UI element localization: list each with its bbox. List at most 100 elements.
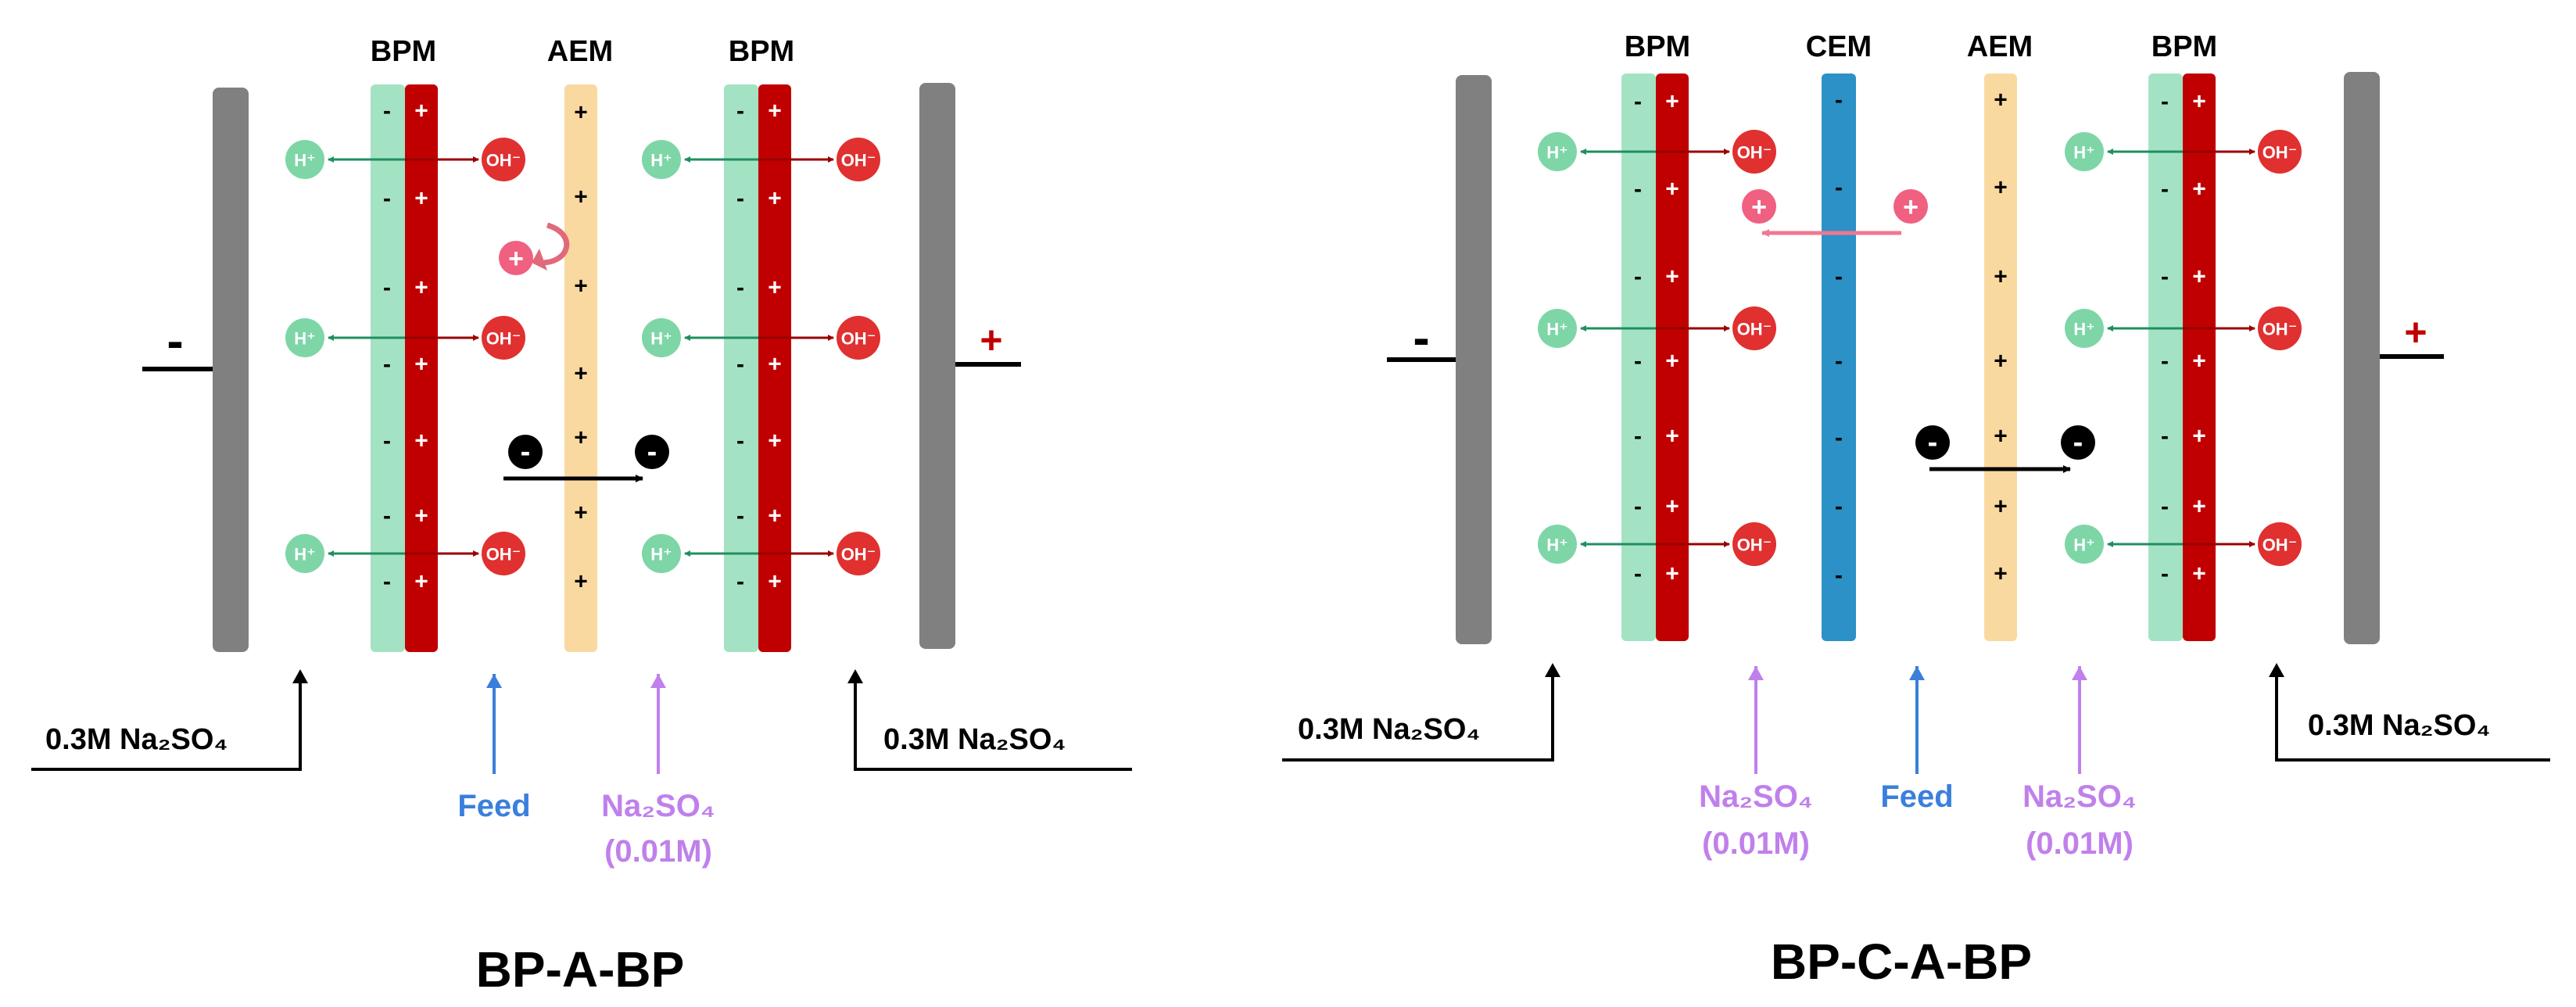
left-bpm-1-minus-sign-5: - <box>383 504 391 529</box>
right-config-title: BP-C-A-BP <box>1771 934 2032 990</box>
right-oh-ion-a-0 <box>1732 130 1776 174</box>
right-bpm-2-plus-sign-2: + <box>2192 264 2206 290</box>
right-h-ion-a-1 <box>1538 309 1577 348</box>
right-bpm-2-plus-sign-3: + <box>2192 349 2206 374</box>
left-h-ion-a-0 <box>285 140 324 179</box>
left-bpm-2-cation-layer <box>758 84 791 652</box>
right-aem-plus-sign-5: + <box>1994 494 2008 520</box>
left-bpm-2-plus-sign-5: + <box>768 504 782 529</box>
left-aem <box>564 84 597 652</box>
left-electrolyte-inlet-left-head <box>292 669 308 683</box>
left-h-ion-a-1-label: H⁺ <box>294 329 316 349</box>
right-aem-plus-sign-1: + <box>1994 175 2008 201</box>
left-bpm-1-minus-sign-1: - <box>383 186 391 212</box>
right-bpm-2-minus-sign-6: - <box>2161 561 2169 587</box>
left-cation-bounce-arrow <box>539 222 570 266</box>
right-electrolyte-inlet-left-line <box>1282 668 1554 762</box>
right-cem-minus-sign-2: - <box>1835 264 1843 290</box>
right-feed-label: Feed <box>1880 779 1953 814</box>
right-oh-ion-b-0 <box>2258 130 2302 174</box>
right-bpm-1-minus-sign-4: - <box>1634 424 1642 450</box>
right-bpm-1-minus-sign-0: - <box>1634 89 1642 115</box>
left-aem-plus-sign-0: + <box>574 100 588 126</box>
left-electrode-sign-minus: - <box>167 313 183 369</box>
left-oh-ion-a-1-label: OH⁻ <box>486 329 521 349</box>
text-layer: BPM AEM BPM - + 0.3M Na₂SO₄ 0.3M Na₂SO₄ … <box>45 30 2491 998</box>
left-bpm-2-minus-sign-4: - <box>736 428 744 454</box>
left-bpm-2-minus-sign-0: - <box>736 99 744 124</box>
left-oh-ion-b-1-label: OH⁻ <box>841 329 876 349</box>
right-bpm-2-minus-sign-3: - <box>2161 349 2169 374</box>
right-bpm-1-minus-sign-3: - <box>1634 349 1642 374</box>
left-electrolyte-left-label: 0.3M Na₂SO₄ <box>45 723 228 756</box>
left-h-ion-a-2 <box>285 534 324 573</box>
left-h-ion-a-2-label: H⁺ <box>294 545 316 564</box>
left-cation-bounce-head <box>532 249 547 271</box>
left-h-ion-b-0-label: H⁺ <box>650 151 672 170</box>
right-h-ion-b-0 <box>2065 132 2104 171</box>
left-oh-ion-b-1 <box>837 316 880 360</box>
left-electrolyte-inlet-right-head <box>847 669 863 683</box>
right-bpm-1-minus-sign-1: - <box>1634 177 1642 202</box>
right-h-ion-b-2 <box>2065 525 2104 564</box>
left-bpm-1-plus-sign-0: + <box>414 99 428 124</box>
right-cathode-electrode <box>1456 75 1492 644</box>
left-bpm-1-cation-layer <box>405 84 438 652</box>
left-h-ion-b-0 <box>642 140 681 179</box>
right-electrolyte-left-label: 0.3M Na₂SO₄ <box>1298 713 1481 746</box>
left-bpm-1-plus-sign-6: + <box>414 569 428 595</box>
right-oh-ion-b-2 <box>2258 522 2302 566</box>
right-aem-plus-sign-2: + <box>1994 264 2008 290</box>
right-electrode-sign-plus: + <box>2404 310 2427 354</box>
right-cem-minus-sign-0: - <box>1835 88 1843 113</box>
left-oh-ion-a-2 <box>482 532 525 575</box>
right-h-ion-a-1-label: H⁺ <box>1546 320 1568 339</box>
right-bpm-1-plus-sign-1: + <box>1665 177 1679 202</box>
right-cem <box>1822 73 1856 641</box>
right-na-b-label-line2: (0.01M) <box>2026 826 2134 861</box>
left-oh-ion-a-1 <box>482 316 525 360</box>
right-aem-plus-sign-6: + <box>1994 561 2008 587</box>
left-bpm-2-anion-layer <box>724 84 758 652</box>
right-membrane-label-cem: CEM <box>1806 30 1872 63</box>
right-h-ion-b-1 <box>2065 309 2104 348</box>
right-oh-ion-a-1 <box>1732 306 1776 350</box>
right-cem-minus-sign-6: - <box>1835 563 1843 589</box>
left-membrane-label-bpm-1: BPM <box>371 35 436 68</box>
right-na-b-label-line1: Na₂SO₄ <box>2022 779 2137 814</box>
left-bpm-2-plus-sign-4: + <box>768 428 782 454</box>
right-anion-end <box>2061 425 2095 460</box>
right-bpm-1-plus-sign-5: + <box>1665 494 1679 520</box>
right-bpm-2-plus-sign-4: + <box>2192 424 2206 450</box>
right-oh-ion-a-0-label: OH⁻ <box>1737 143 1772 163</box>
shapes-layer: -------+++++++-------++++++++++++++H⁺OH⁻… <box>31 72 2550 774</box>
right-h-ion-b-2-label: H⁺ <box>2073 536 2095 555</box>
left-h-ion-b-2 <box>642 534 681 573</box>
left-bpm-1-minus-sign-6: - <box>383 569 391 595</box>
left-aem-plus-sign-6: + <box>574 569 588 595</box>
right-oh-ion-b-1 <box>2258 306 2302 350</box>
right-bpm-1-plus-sign-6: + <box>1665 561 1679 587</box>
left-bpm-1-minus-sign-2: - <box>383 275 391 301</box>
right-na-a-label-line2: (0.01M) <box>1702 826 1810 861</box>
left-aem-plus-sign-4: + <box>574 425 588 451</box>
right-bpm-2-minus-sign-0: - <box>2161 89 2169 115</box>
left-na-arrow-head <box>650 674 666 688</box>
right-aem-plus-sign-0: + <box>1994 88 2008 113</box>
left-bpm-1-minus-sign-0: - <box>383 99 391 124</box>
right-h-ion-a-0 <box>1538 132 1577 171</box>
left-h-ion-a-0-label: H⁺ <box>294 151 316 170</box>
left-oh-ion-a-2-label: OH⁻ <box>486 545 521 564</box>
left-oh-ion-a-0-label: OH⁻ <box>486 151 521 170</box>
right-h-ion-b-1-label: H⁺ <box>2073 320 2095 339</box>
right-bpm-1-cation-layer <box>1656 73 1689 641</box>
left-oh-ion-b-2 <box>837 532 880 575</box>
left-anion-start-label: - <box>521 435 531 468</box>
left-oh-ion-b-0 <box>837 138 880 181</box>
left-aem-plus-sign-2: + <box>574 274 588 299</box>
right-oh-ion-b-1-label: OH⁻ <box>2263 320 2298 339</box>
left-h-ion-b-2-label: H⁺ <box>650 545 672 564</box>
right-membrane-label-bpm-2: BPM <box>2151 30 2217 63</box>
right-bpm-2-plus-sign-5: + <box>2192 494 2206 520</box>
